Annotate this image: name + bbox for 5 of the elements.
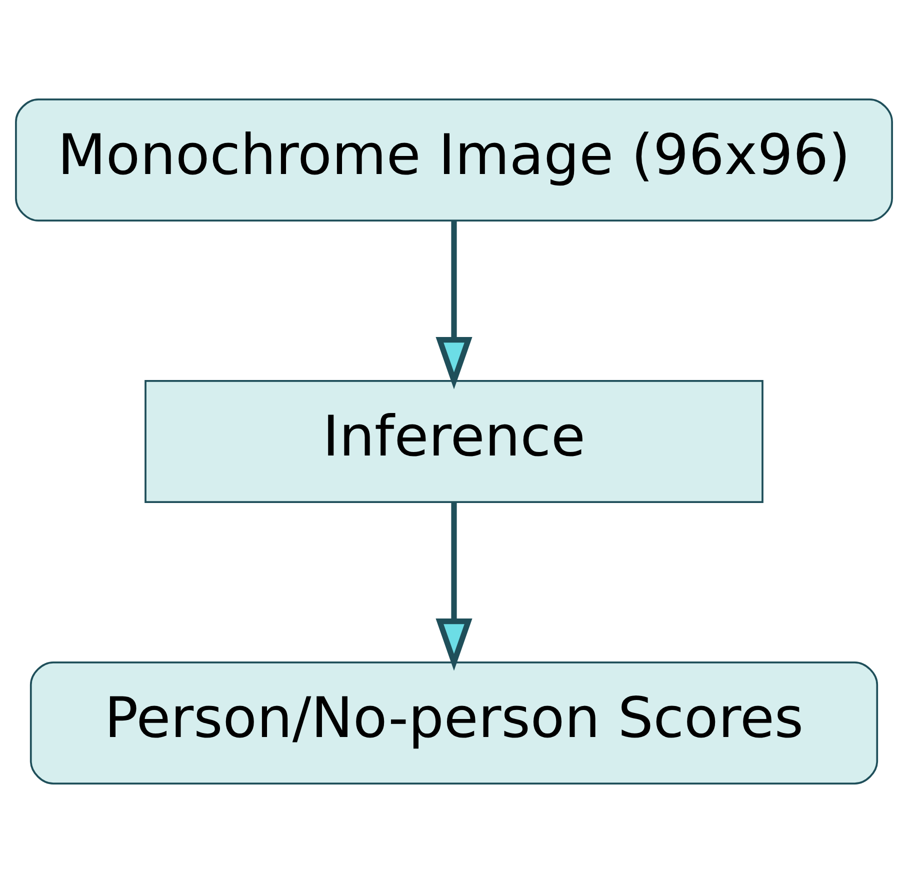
node-box: Inference <box>144 379 764 503</box>
arrow <box>436 502 472 670</box>
arrow <box>436 220 472 389</box>
node-box: Person/No-person Scores <box>30 660 878 784</box>
node-box: Monochrome Image (96x96) <box>15 98 893 222</box>
